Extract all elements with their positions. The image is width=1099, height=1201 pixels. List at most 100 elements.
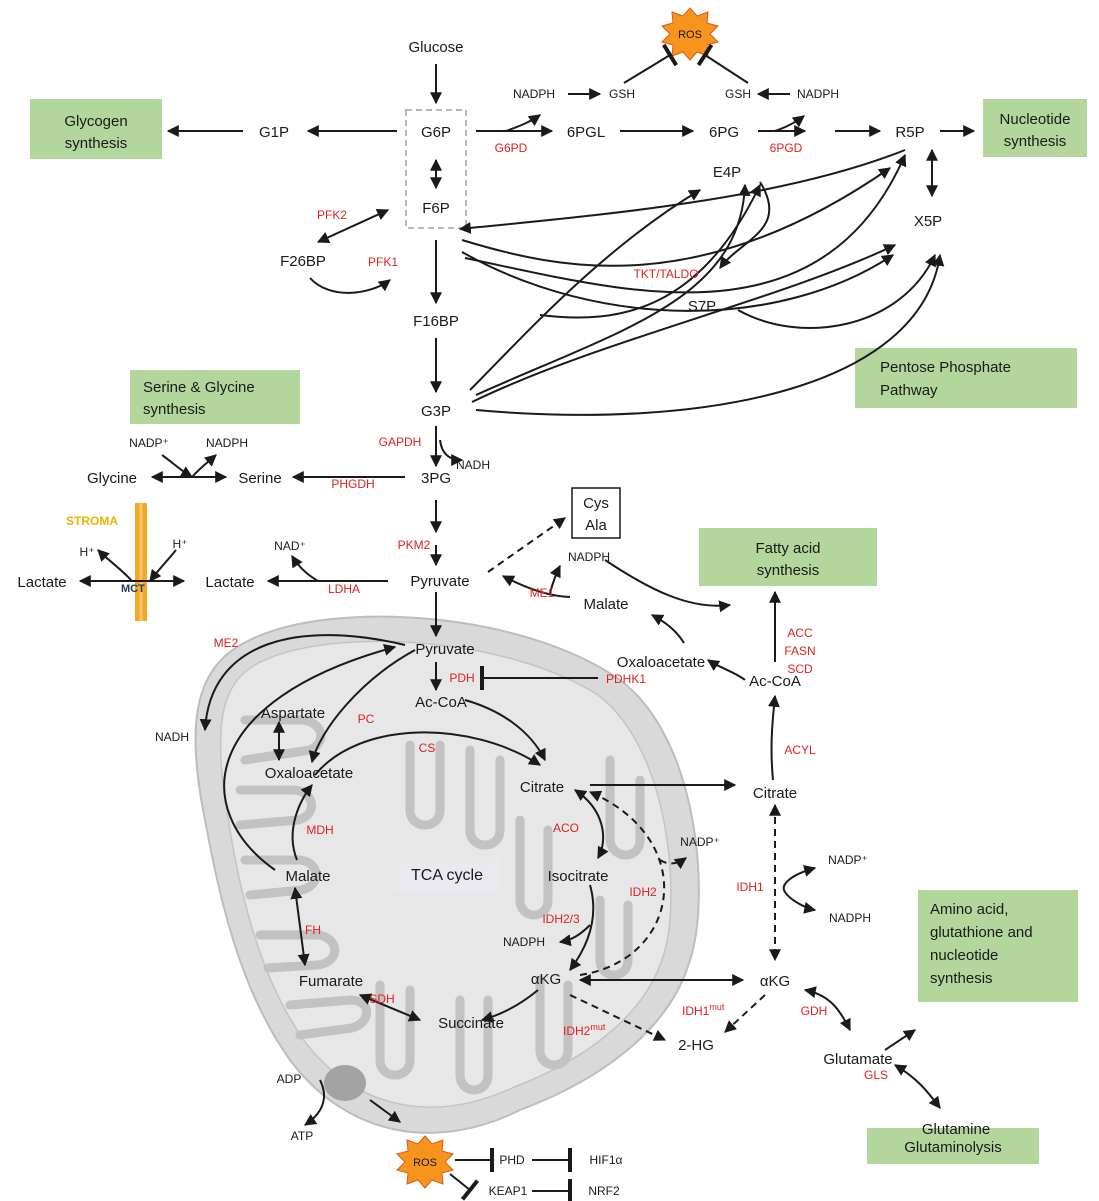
idh1-mut-sup: mut (709, 1002, 725, 1012)
enzyme-acyl: ACYL (784, 743, 816, 757)
amino-line-4: synthesis (930, 970, 993, 987)
atp-label: ATP (291, 1129, 313, 1143)
f16bp-label: F16BP (413, 313, 459, 330)
fatty-line-2: synthesis (757, 562, 820, 579)
acoa-cyto-label: Ac-CoA (749, 673, 801, 690)
gsh-left-label: GSH (609, 87, 635, 101)
6pgl-label: 6PGL (567, 124, 605, 141)
glutamine-label: Glutamine (922, 1121, 990, 1138)
nadh-gapdh-label: NADH (456, 458, 490, 472)
citrate-cyto-label: Citrate (753, 785, 797, 802)
enzyme-fasn: FASN (784, 644, 815, 658)
g6p-label: G6P (421, 124, 451, 141)
ros-bottom-label: ROS (413, 1157, 437, 1169)
enzyme-6pgd: 6PGD (770, 141, 803, 155)
akg-mito-label: αKG (531, 971, 561, 988)
amino-line-3: nucleotide (930, 947, 998, 964)
pathway-box-nucleotide: Nucleotide synthesis (983, 99, 1087, 157)
glycogen-line-2: synthesis (65, 135, 128, 152)
enzyme-idh2-mut: IDH2mut (563, 1022, 606, 1038)
malate-mito-label: Malate (285, 868, 330, 885)
fumarate-label: Fumarate (299, 973, 363, 990)
g6p-f6p-box (405, 109, 467, 229)
enzyme-pc: PC (358, 712, 375, 726)
atp-synthase (324, 1065, 366, 1101)
pathway-box-ppp: Pentose Phosphate Pathway (855, 348, 1077, 408)
enzyme-phgdh: PHGDH (331, 477, 374, 491)
ros-label: ROS (678, 29, 702, 41)
f26bp-label: F26BP (280, 253, 326, 270)
nucleotide-line-1: Nucleotide (1000, 111, 1071, 128)
phd-label: PHD (499, 1153, 525, 1167)
lactate-outer-label: Lactate (17, 574, 66, 591)
nadp-serine-label: NADP⁺ (129, 436, 169, 450)
glycine-label: Glycine (87, 470, 137, 487)
pathway-box-amino-acid: Amino acid, glutathione and nucleotide s… (918, 890, 1078, 1002)
e4p-label: E4P (713, 164, 741, 181)
ros-burst-bottom: ROS (396, 1135, 454, 1189)
f6p-label: F6P (422, 200, 450, 217)
enzyme-gls: GLS (864, 1068, 888, 1082)
ppp-line-2: Pathway (880, 382, 938, 399)
enzyme-cs: CS (419, 741, 436, 755)
nrf2-label: NRF2 (588, 1184, 620, 1198)
aspartate-label: Aspartate (261, 705, 325, 722)
enzyme-aco: ACO (553, 821, 579, 835)
enzyme-me2: ME2 (214, 636, 239, 650)
nucleotide-line-2: synthesis (1004, 133, 1067, 150)
enzyme-gdh: GDH (801, 1004, 828, 1018)
acoa-mito-label: Ac-CoA (415, 694, 467, 711)
enzyme-fh: FH (305, 923, 321, 937)
glutaminolysis-label: Glutaminolysis (904, 1139, 1002, 1156)
pathway-box-glycogen: Glycogen synthesis (30, 99, 162, 159)
stroma-label: STROMA (66, 514, 118, 528)
amino-line-2: glutathione and (930, 924, 1033, 941)
nadph-serine-label: NADPH (206, 436, 248, 450)
enzyme-labels: G6PD 6PGD PFK2 PFK1 TKT/TALDO GAPDH PHGD… (214, 141, 888, 1082)
pyruvate-mito-label: Pyruvate (415, 641, 474, 658)
idh2-mut-sup: mut (590, 1022, 606, 1032)
cys-label: Cys (583, 495, 609, 512)
pathway-box-glutaminolysis: Glutaminolysis (867, 1128, 1039, 1164)
enzyme-pfk2: PFK2 (317, 208, 347, 222)
malate-cyto-label: Malate (583, 596, 628, 613)
enzyme-scd: SCD (787, 662, 813, 676)
citrate-mito-label: Citrate (520, 779, 564, 796)
nad-ldha-label: NAD⁺ (274, 539, 306, 553)
enzyme-me1: ME1 (530, 586, 555, 600)
enzyme-pdh: PDH (449, 671, 474, 685)
g1p-label: G1P (259, 124, 289, 141)
glucose-label: Glucose (408, 39, 463, 56)
s7p-label: S7P (688, 298, 716, 315)
serine-line-1: Serine & Glycine (143, 379, 255, 396)
cys-ala-box (571, 487, 621, 539)
enzyme-tkt-taldo: TKT/TALDO (633, 267, 698, 281)
enzyme-idh2: IDH2 (629, 885, 657, 899)
enzyme-ldha: LDHA (328, 582, 360, 596)
lactate-inner-label: Lactate (205, 574, 254, 591)
enzyme-acc: ACC (787, 626, 813, 640)
2hg-label: 2-HG (678, 1037, 714, 1054)
3pg-label: 3PG (421, 470, 451, 487)
enzyme-idh23: IDH2/3 (542, 912, 580, 926)
oaa-cyto-label: Oxaloacetate (617, 654, 705, 671)
akg-cyto-label: αKG (760, 973, 790, 990)
nadph-idh23-label: NADPH (503, 935, 545, 949)
enzyme-g6pd: G6PD (495, 141, 528, 155)
glycogen-line-1: Glycogen (64, 113, 127, 130)
mct-label: MCT (121, 583, 145, 595)
nadp-idh1-label: NADP⁺ (828, 853, 868, 867)
idh2-mut-base: IDH2 (563, 1024, 591, 1038)
enzyme-idh1: IDH1 (736, 880, 764, 894)
enzyme-pkm2: PKM2 (398, 538, 431, 552)
nadph-me1-label: NADPH (568, 550, 610, 564)
6pg-label: 6PG (709, 124, 739, 141)
enzyme-gapdh: GAPDH (379, 435, 422, 449)
enzyme-sdh: SDH (369, 992, 394, 1006)
pathway-box-serine-glycine: Serine & Glycine synthesis (130, 370, 300, 424)
fatty-line-1: Fatty acid (755, 540, 820, 557)
h-right-label: H⁺ (173, 537, 188, 551)
h-left-label: H⁺ (80, 545, 95, 559)
pyruvate-label: Pyruvate (410, 573, 469, 590)
